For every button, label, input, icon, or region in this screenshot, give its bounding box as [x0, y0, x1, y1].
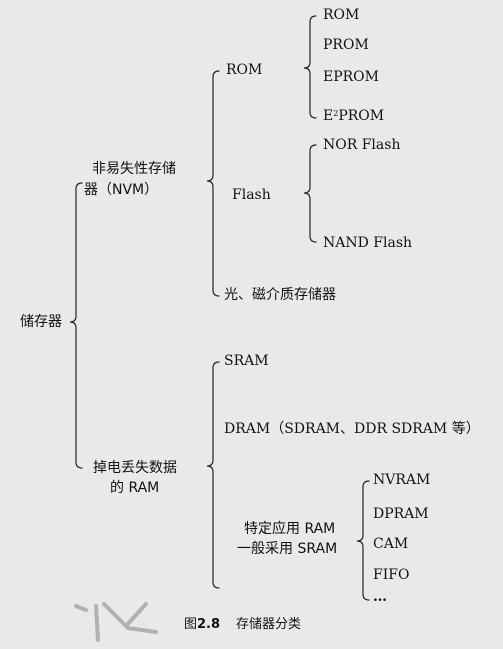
rom-category-label: ROM [226, 62, 263, 78]
special-item-ellipsis: … [373, 589, 388, 605]
root-label: 储存器 [20, 314, 62, 330]
flash-brace [303, 144, 317, 243]
rom-item-eprom: EPROM [323, 69, 379, 85]
watermark-strokes [74, 602, 158, 642]
special-item-nvram: NVRAM [373, 472, 431, 488]
special-item-cam: CAM [373, 536, 409, 552]
flash-item-nor: NOR Flash [323, 137, 401, 153]
ram-label-line1: 掉电丢失数据 [93, 460, 177, 476]
special-item-dpram: DPRAM [373, 506, 429, 522]
rom-item-e2prom: E2PROM [323, 108, 385, 124]
nvm-label-line1: 非易失性存储 [92, 161, 176, 177]
figure-number: 2.8 [197, 617, 221, 632]
special-ram-label-line1: 特定应用 RAM [244, 521, 336, 537]
rom-item-prom: PROM [323, 37, 369, 53]
flash-category-label: Flash [232, 187, 271, 203]
sram-label: SRAM [224, 353, 269, 369]
ram-brace [206, 361, 220, 589]
figure-caption: 图2.8 存储器分类 [184, 616, 301, 634]
special-brace [356, 480, 370, 601]
special-ram-label-line2: 一般采用 SRAM [237, 541, 338, 557]
figure-title: 存储器分类 [236, 617, 302, 632]
dram-label: DRAM（SDRAM、DDR SDRAM 等） [224, 421, 480, 437]
root-brace [69, 182, 83, 469]
optical-magnetic-label: 光、磁介质存储器 [224, 287, 336, 303]
nvm-brace [206, 70, 220, 297]
nvm-label-line2: 器（NVM） [84, 182, 159, 198]
flash-item-nand: NAND Flash [323, 235, 413, 251]
rom-brace [303, 15, 317, 119]
ram-label-line2: 的 RAM [110, 480, 160, 496]
rom-item-rom: ROM [323, 7, 360, 23]
figure-prefix: 图 [184, 617, 198, 632]
special-item-fifo: FIFO [373, 567, 410, 583]
